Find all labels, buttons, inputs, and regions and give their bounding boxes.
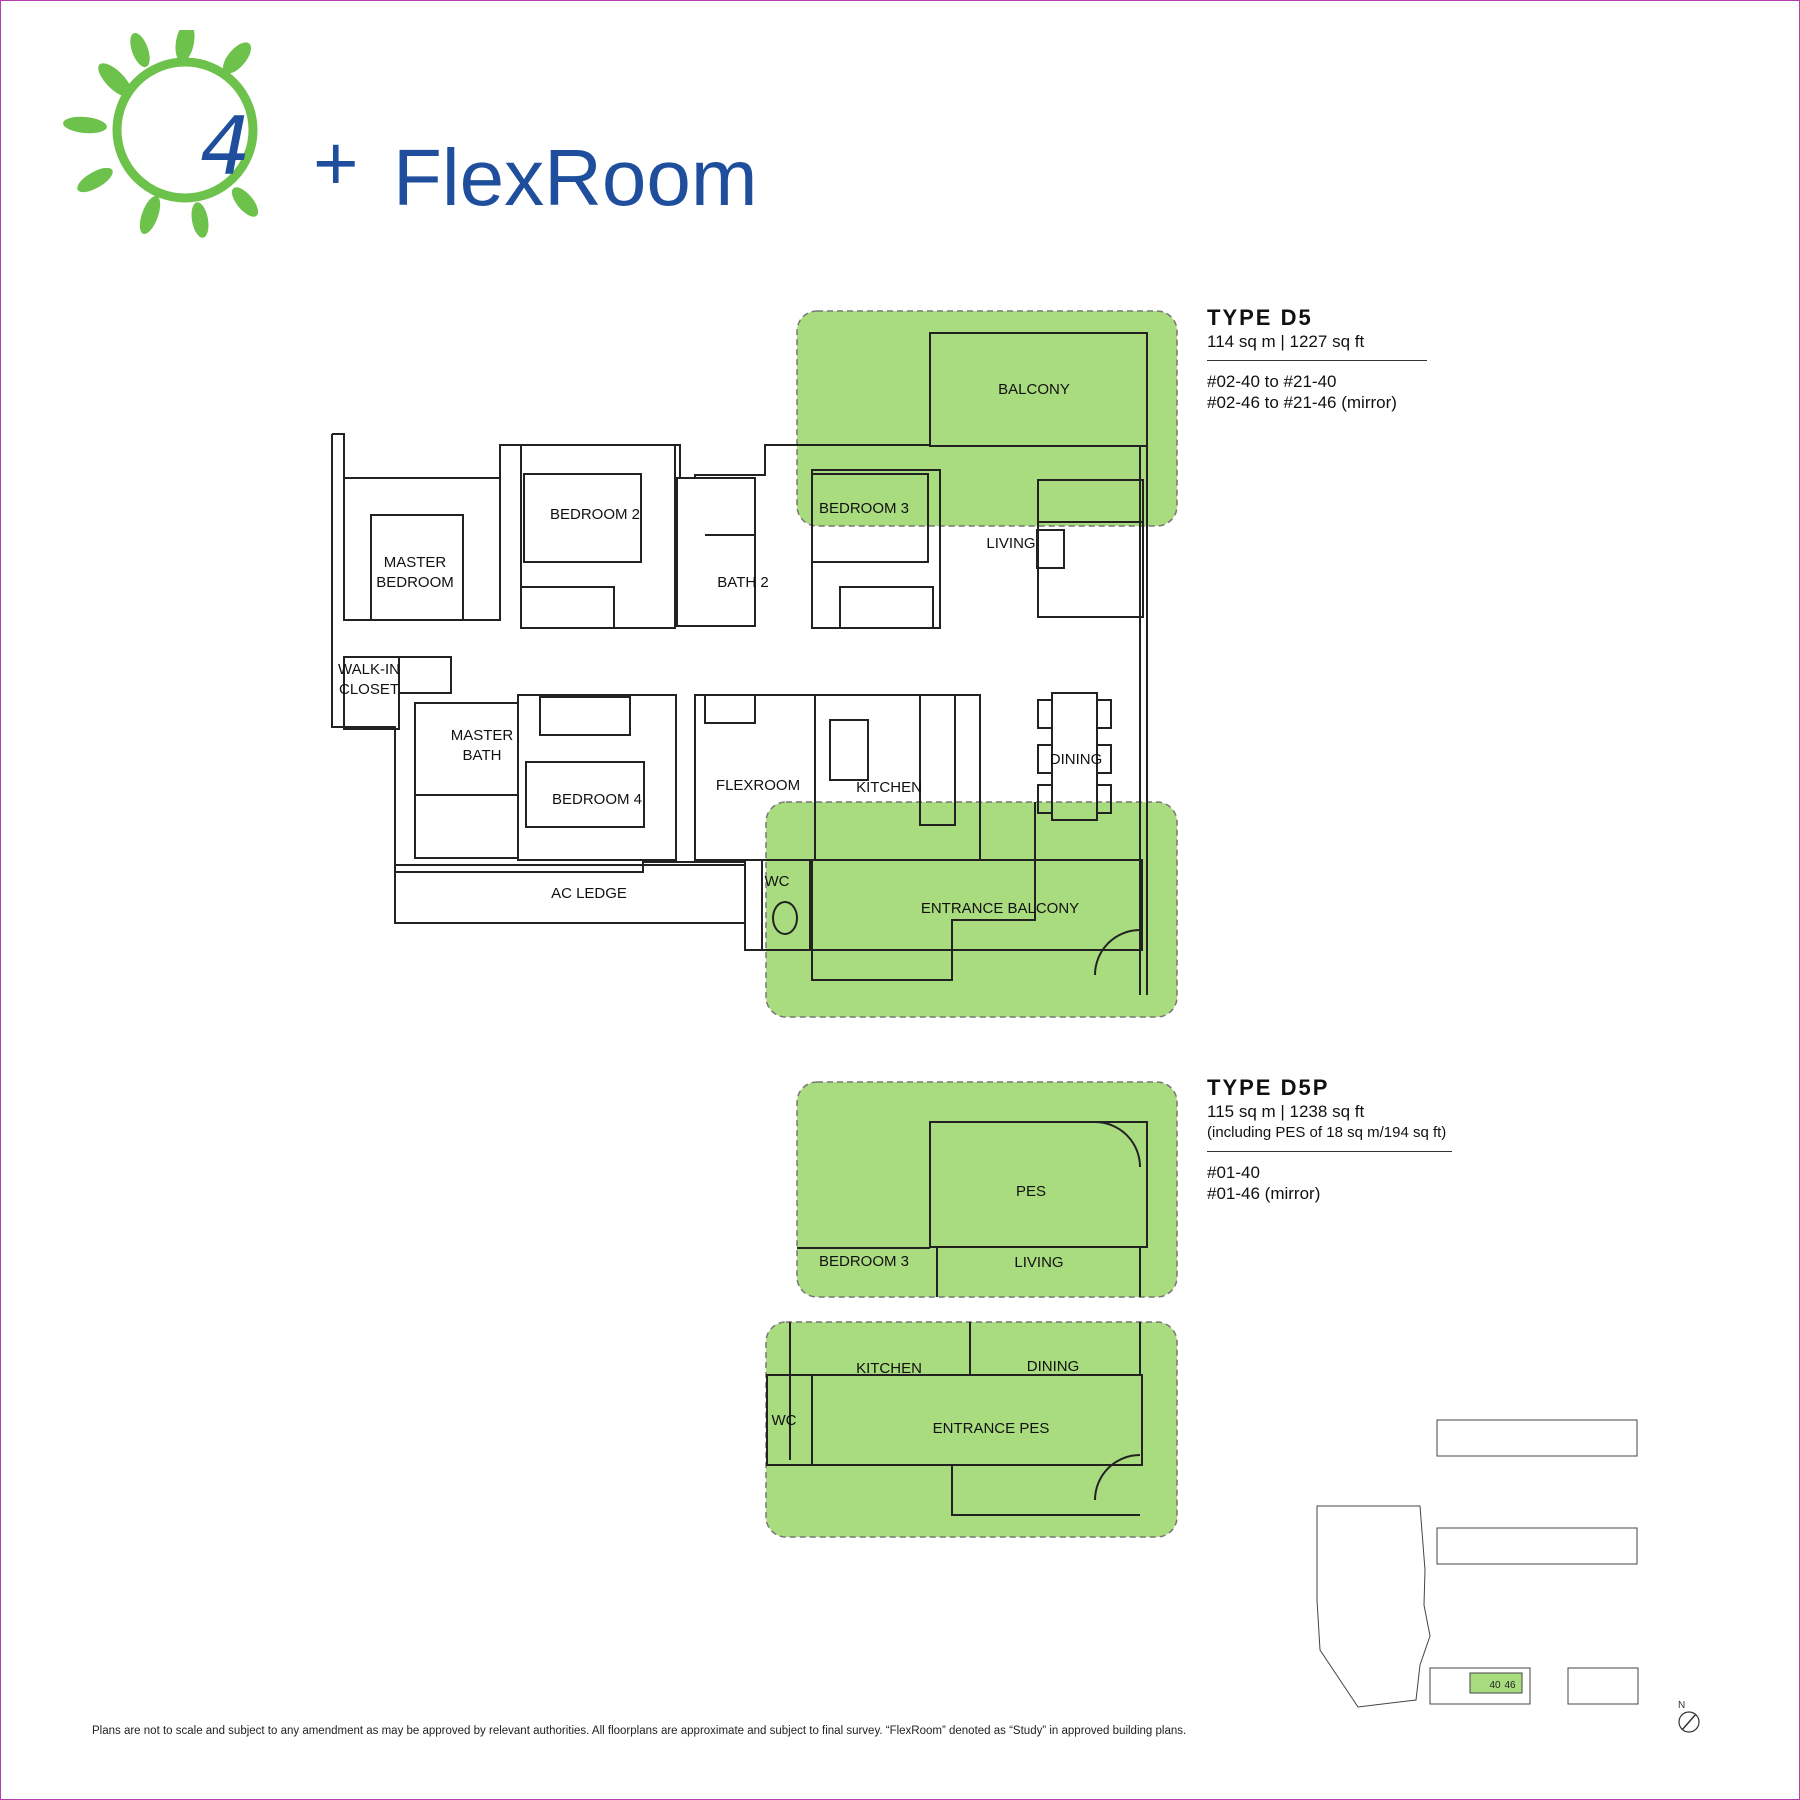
type-d5p-unit-1: #01-40: [1207, 1163, 1260, 1182]
type-d5-title: TYPE D5: [1207, 305, 1313, 330]
label-master-bath-2: BATH: [463, 747, 502, 764]
label-ac-ledge: AC LEDGE: [551, 885, 627, 902]
key-plan: [1316, 1419, 1639, 1708]
type-d5p-unit-2: #01-46 (mirror): [1207, 1184, 1321, 1203]
label-master-bedroom-1: MASTER: [384, 554, 447, 571]
type-d5-info: TYPE D5 114 sq m | 1227 sq ft #02-40 to …: [1207, 305, 1427, 413]
logo-number: 4: [200, 100, 251, 193]
label-bedroom4: BEDROOM 4: [552, 791, 642, 808]
label-d5p-wc: WC: [772, 1412, 797, 1429]
label-wc: WC: [765, 873, 790, 890]
label-entrance-pes: ENTRANCE PES: [933, 1420, 1050, 1437]
label-d5p-living: LIVING: [1014, 1254, 1063, 1271]
north-label: N: [1678, 1700, 1685, 1711]
label-master-bedroom-2: BEDROOM: [376, 574, 454, 591]
type-d5-unit-2: #02-46 to #21-46 (mirror): [1207, 393, 1397, 412]
label-dining: DINING: [1050, 751, 1103, 768]
highlight-pes-zone: [796, 1081, 1178, 1298]
label-bedroom3: BEDROOM 3: [819, 500, 909, 517]
sun-icon: [63, 30, 259, 238]
logo-title: FlexRoom: [393, 133, 758, 222]
disclaimer: Plans are not to scale and subject to an…: [92, 1725, 1187, 1737]
type-d5p-title: TYPE D5P: [1207, 1075, 1330, 1100]
label-bedroom2: BEDROOM 2: [550, 506, 640, 523]
logo-plus: +: [313, 119, 359, 207]
keyplan-unit-46: 46: [1504, 1680, 1516, 1691]
label-flexroom: FLEXROOM: [716, 777, 800, 794]
label-balcony: BALCONY: [998, 381, 1070, 398]
type-d5-unit-1: #02-40 to #21-40: [1207, 372, 1337, 391]
type-d5p-area: 115 sq m | 1238 sq ft: [1207, 1102, 1365, 1121]
label-entrance-balcony: ENTRANCE BALCONY: [921, 900, 1079, 917]
label-d5p-bedroom3: BEDROOM 3: [819, 1253, 909, 1270]
keyplan-highlight: [1469, 1672, 1523, 1694]
type-d5-area: 114 sq m | 1227 sq ft: [1207, 332, 1365, 351]
label-d5p-dining: DINING: [1027, 1358, 1080, 1375]
label-bath2: BATH 2: [717, 574, 768, 591]
label-living: LIVING: [986, 535, 1035, 552]
type-d5p-info: TYPE D5P 115 sq m | 1238 sq ft (includin…: [1207, 1075, 1452, 1204]
highlight-entrance-zone: [765, 801, 1178, 1018]
label-kitchen: KITCHEN: [856, 779, 922, 796]
type-d5-divider: [1207, 360, 1427, 361]
type-d5p-pes-note: (including PES of 18 sq m/194 sq ft): [1207, 1124, 1447, 1141]
north-arrow-icon: N: [1678, 1700, 1700, 1733]
highlight-balcony-zone: [796, 310, 1178, 527]
keyplan-unit-40: 40: [1489, 1680, 1501, 1691]
logo: 4 + FlexRoom: [55, 30, 758, 260]
label-pes: PES: [1016, 1183, 1046, 1200]
label-master-bath-1: MASTER: [451, 727, 514, 744]
label-d5p-kitchen: KITCHEN: [856, 1360, 922, 1377]
label-walkin-2: CLOSET: [339, 681, 399, 698]
master-bed: [370, 514, 464, 621]
bedroom2-bed: [523, 473, 642, 563]
label-walkin-1: WALK-IN: [338, 661, 400, 678]
type-d5p-divider: [1207, 1151, 1452, 1152]
